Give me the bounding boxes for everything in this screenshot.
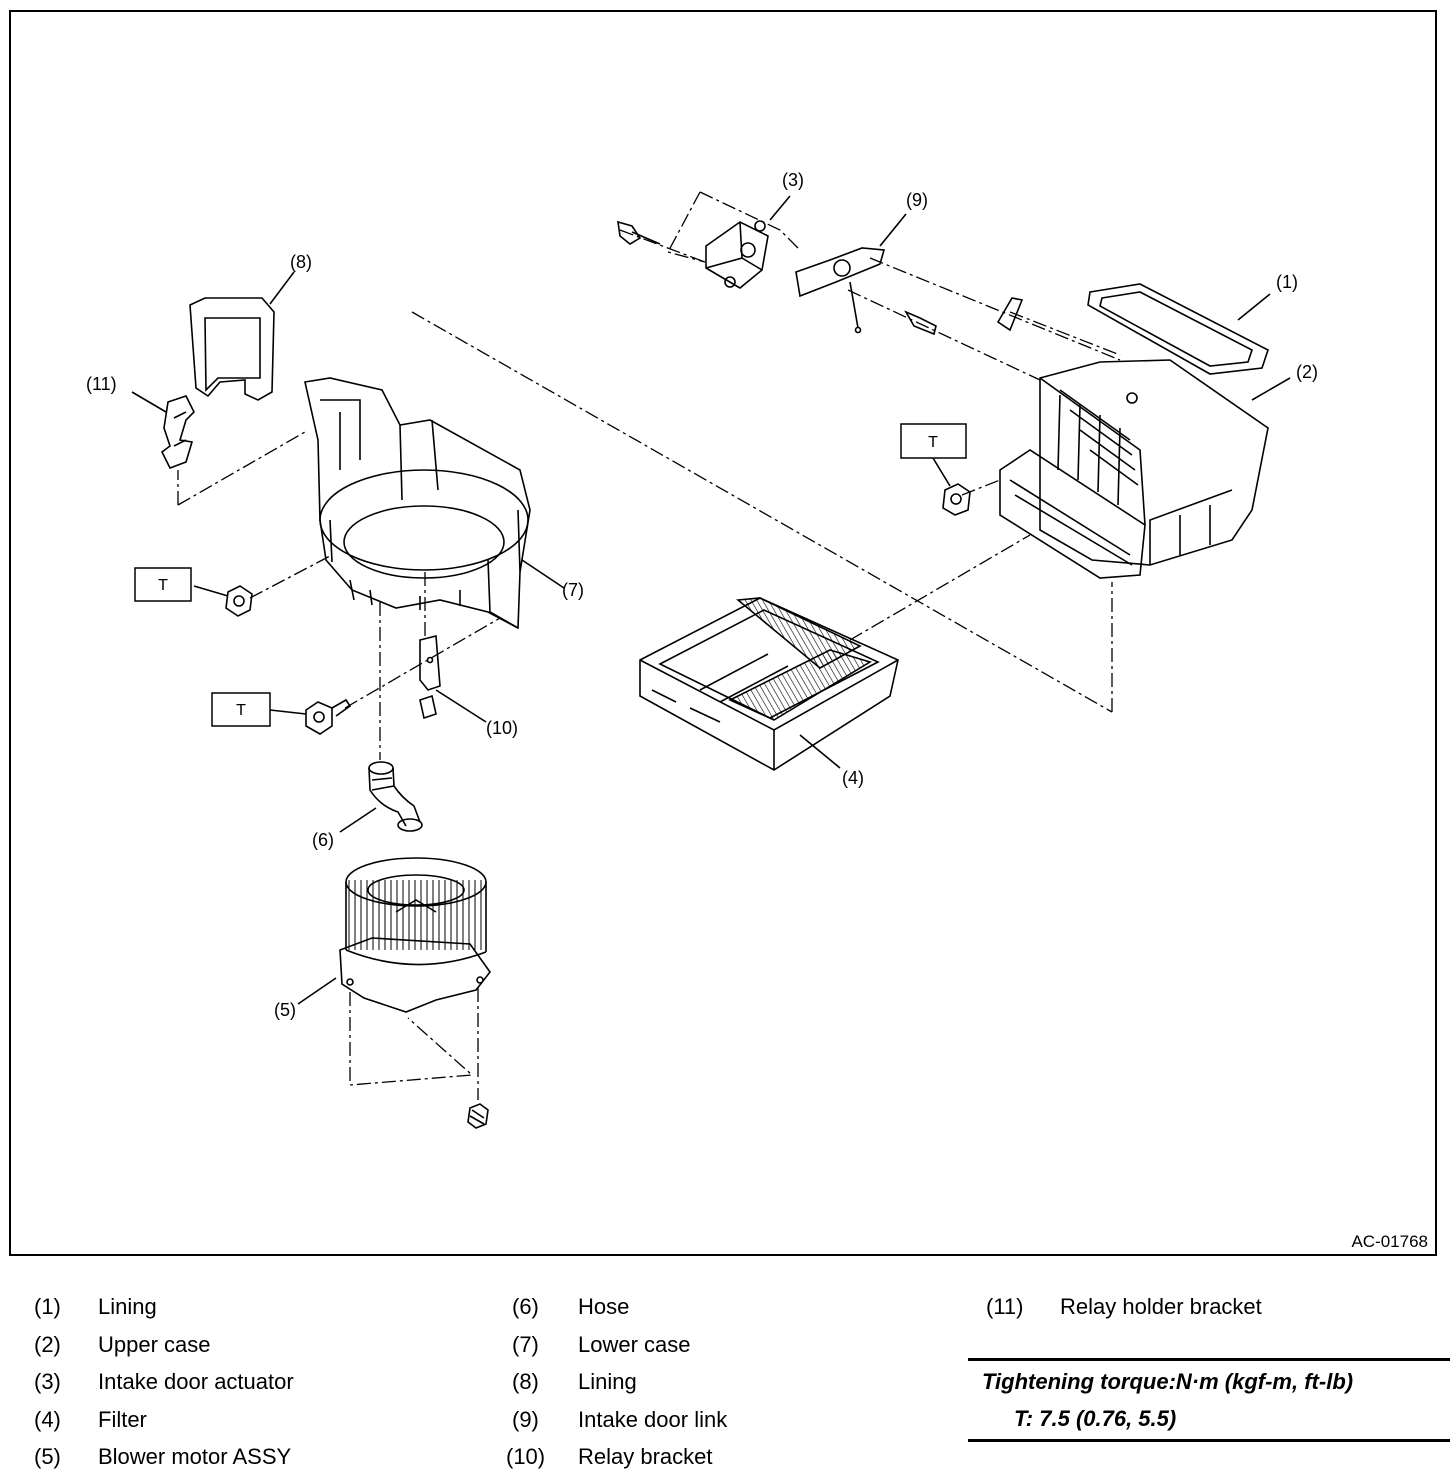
callout-3: (3) bbox=[782, 170, 804, 190]
bolt-relay-bracket bbox=[269, 698, 352, 735]
diagram-frame bbox=[9, 10, 1437, 1256]
svg-text:T: T bbox=[158, 577, 168, 594]
nut-upper-case bbox=[932, 457, 971, 516]
screw-blower bbox=[467, 1103, 489, 1129]
figure-id: AC-01768 bbox=[1351, 1232, 1428, 1251]
lower-case bbox=[304, 377, 565, 630]
callout-5: (5) bbox=[274, 1000, 296, 1020]
filter bbox=[639, 597, 899, 771]
callout-8: (8) bbox=[290, 252, 312, 272]
lining-upper bbox=[1087, 283, 1269, 375]
parts-legend: (1) Lining (2) Upper case (3) Intake doo… bbox=[34, 1294, 1262, 1469]
callout-1: (1) bbox=[1276, 272, 1298, 292]
callout-7: (7) bbox=[562, 580, 584, 600]
svg-text:T: T bbox=[236, 702, 246, 719]
tightening-torque-box: Tightening torque:N·m (kgf-m, ft-lb) T: … bbox=[968, 1358, 1450, 1442]
hose bbox=[339, 761, 423, 833]
callout-6: (6) bbox=[312, 830, 334, 850]
callout-2: (2) bbox=[1296, 362, 1318, 382]
relay-holder-bracket bbox=[131, 391, 195, 470]
torque-heading: Tightening torque:N·m (kgf-m, ft-lb) bbox=[982, 1369, 1354, 1394]
torque-marker-lower-case: T bbox=[134, 567, 192, 602]
torque-marker-relay-bracket: T bbox=[211, 692, 271, 727]
blower-motor bbox=[297, 857, 491, 1013]
callout-11: (11) bbox=[86, 374, 117, 394]
upper-case bbox=[999, 359, 1269, 579]
lining-side bbox=[189, 271, 295, 401]
intake-door-actuator bbox=[617, 195, 791, 289]
svg-text:T: T bbox=[928, 434, 938, 451]
nut-lower-case bbox=[193, 585, 253, 617]
relay-bracket bbox=[419, 634, 487, 723]
assembly-guide-lines bbox=[177, 191, 1121, 1100]
callout-9: (9) bbox=[906, 190, 928, 210]
callout-4: (4) bbox=[842, 768, 864, 788]
torque-marker-upper-case: T bbox=[900, 423, 967, 459]
torque-value: T: 7.5 (0.76, 5.5) bbox=[1014, 1406, 1177, 1431]
intake-door-link bbox=[795, 213, 1024, 336]
callout-10: (10) bbox=[486, 718, 518, 738]
